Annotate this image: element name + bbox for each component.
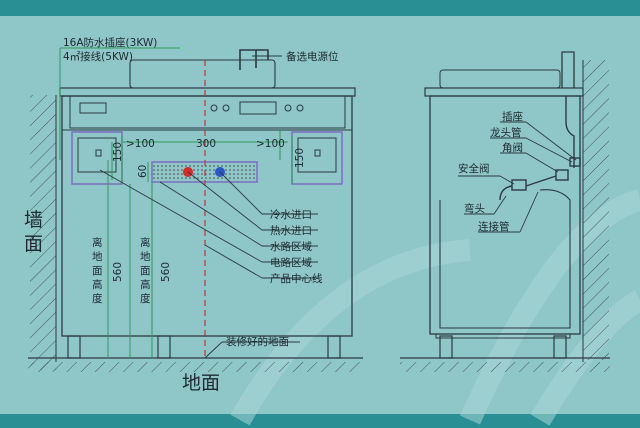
connect-pipe-label: 连接管 [478,220,510,233]
elbow-label: 弯头 [464,202,485,215]
dim-60: 60 [137,165,149,178]
front-display [79,102,107,114]
front-countertop [59,87,356,97]
finished-floor-label: 装修好的地面 [226,335,289,348]
svg-text:高: 高 [140,278,151,291]
socket-label: 插座 [502,110,523,123]
side-legs [439,335,567,359]
side-inner-tank [439,189,571,329]
dim-560-b: 560 [160,262,172,282]
dimension-lines [59,47,293,358]
dim-300: 300 [196,138,216,150]
right-wall-hatch [583,60,609,360]
dim-150-left: 150 [112,142,124,162]
safety-valve-label: 安全阀 [458,162,490,175]
top-band [0,0,640,16]
front-faucet [239,49,269,70]
electric-zone-label: 电路区域 [270,256,312,269]
side-pipes [499,96,581,201]
svg-text:度: 度 [92,292,103,305]
side-leaders [458,121,577,233]
svg-text:地: 地 [92,250,103,263]
socket-right [297,137,337,173]
angle-valve-label: 角阀 [502,141,523,154]
height-label-b: 离 地 面 高 度 [140,236,151,305]
height-label-a: 离 地 面 高 度 [92,236,103,305]
hot-inlet-label: 热水进口 [270,224,312,237]
faucet-pipe-label: 龙头管 [490,126,522,139]
water-zone-label: 水路区域 [270,240,312,253]
svg-text:离: 离 [92,236,103,249]
svg-text:度: 度 [140,292,151,305]
side-countertop [424,87,584,97]
power-option-label: 备选电源位 [286,50,339,63]
center-line-label: 产品中心线 [270,272,323,285]
front-legs [67,335,341,359]
front-indicator [239,101,277,115]
floor-hatch-front [28,362,363,372]
svg-text:地: 地 [140,250,151,263]
svg-text:面: 面 [92,265,103,277]
dim-100-right: >100 [256,138,285,150]
floor-hatch-side [400,362,610,372]
front-buttons [210,104,304,112]
wall-label-1: 墙 [24,209,43,231]
cold-inlet-label: 冷水进口 [270,208,312,221]
svg-text:面: 面 [140,265,151,277]
front-leaders [99,55,318,359]
dim-100-left: >100 [126,138,155,150]
socket-left [77,137,117,173]
dim-150-right: 150 [294,148,306,168]
socket-16a-label: 16A防水插座(3KW) [63,36,157,49]
wall-label-2: 面 [24,233,43,255]
front-control-panel [69,95,346,129]
left-wall-hatch [30,95,56,370]
dim-560-a: 560 [112,262,124,282]
svg-text:离: 离 [140,236,151,249]
side-faucet [561,51,575,88]
floor-label: 地面 [182,372,220,394]
svg-text:高: 高 [92,278,103,291]
side-sink [439,69,561,89]
front-sink-rim [129,59,276,89]
wiring-4mm-label: 4㎡接线(5KW) [63,50,133,63]
